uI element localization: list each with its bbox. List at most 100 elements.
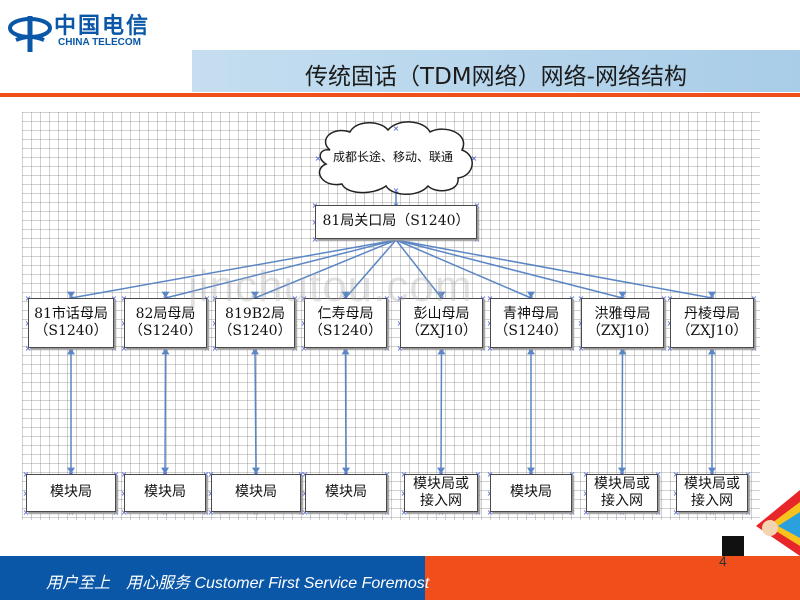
selection-handle-icon: × bbox=[393, 186, 400, 195]
mother-to-module-connector bbox=[621, 347, 624, 475]
connector-arrowhead bbox=[67, 467, 75, 474]
selection-handle-icon: × bbox=[569, 294, 576, 303]
page-number: 4 bbox=[719, 553, 727, 569]
selection-handle-icon: × bbox=[438, 508, 445, 517]
mother-office-node[interactable]: 819B2局 （S1240） bbox=[215, 298, 295, 348]
logo-text-en: CHINA TELECOM bbox=[58, 37, 141, 48]
selection-handle-icon: × bbox=[384, 319, 391, 328]
module-node[interactable]: 模块局 bbox=[490, 474, 572, 512]
title-bar: 传统固话（TDM网络）网络-网络结构 bbox=[192, 50, 800, 92]
selection-handle-icon: × bbox=[397, 344, 404, 353]
selection-handle-icon: × bbox=[68, 508, 75, 517]
selection-handle-icon: × bbox=[342, 344, 349, 353]
selection-handle-icon: × bbox=[312, 235, 319, 244]
mother-to-module-connector bbox=[440, 347, 443, 475]
module-node[interactable]: 模块局 bbox=[124, 474, 206, 512]
mother-office-node[interactable]: 81市话母局 （S1240） bbox=[28, 298, 114, 348]
connector-arrowhead bbox=[437, 291, 446, 298]
selection-handle-icon: × bbox=[569, 344, 576, 353]
connector-arrowhead bbox=[251, 348, 259, 355]
connector-arrowhead bbox=[527, 348, 535, 355]
selection-handle-icon: × bbox=[384, 508, 391, 517]
connector-arrowhead bbox=[527, 291, 535, 298]
selection-handle-icon: × bbox=[25, 344, 32, 353]
selection-handle-icon: × bbox=[475, 470, 482, 479]
selection-handle-icon: × bbox=[111, 344, 118, 353]
module-node[interactable]: 模块局或 接入网 bbox=[676, 474, 748, 512]
selection-handle-icon: × bbox=[480, 294, 487, 303]
selection-handle-icon: × bbox=[745, 489, 752, 498]
selection-handle-icon: × bbox=[480, 344, 487, 353]
gateway-to-mother-connector bbox=[395, 239, 623, 299]
connector-arrowhead bbox=[437, 467, 445, 474]
selection-handle-icon: × bbox=[298, 470, 305, 479]
selection-handle-icon: × bbox=[252, 344, 259, 353]
selection-handle-icon: × bbox=[111, 319, 118, 328]
cloud-shape bbox=[318, 121, 473, 195]
selection-handle-icon: × bbox=[487, 508, 494, 517]
connector-arrowhead bbox=[161, 467, 169, 474]
selection-handle-icon: × bbox=[113, 470, 120, 479]
connector-arrowhead bbox=[161, 291, 170, 298]
selection-handle-icon: × bbox=[301, 344, 308, 353]
footer-blue-band bbox=[0, 556, 425, 600]
selection-handle-icon: × bbox=[661, 319, 668, 328]
module-node[interactable]: 模块局 bbox=[211, 474, 301, 512]
selection-handle-icon: × bbox=[384, 294, 391, 303]
decorative-corner-graphic bbox=[722, 490, 800, 556]
selection-handle-icon: × bbox=[528, 344, 535, 353]
mother-office-node[interactable]: 丹棱母局 （ZXJ10） bbox=[670, 298, 754, 348]
connector-arrowhead bbox=[341, 291, 350, 298]
selection-handle-icon: × bbox=[709, 508, 716, 517]
connector-arrowhead bbox=[67, 291, 75, 298]
selection-handle-icon: × bbox=[438, 344, 445, 353]
mother-office-node[interactable]: 82局母局 （S1240） bbox=[124, 298, 207, 348]
module-node[interactable]: 模块局 bbox=[305, 474, 387, 512]
mother-office-node[interactable]: 洪雅母局 （ZXJ10） bbox=[581, 298, 664, 348]
selection-handle-icon: × bbox=[343, 508, 350, 517]
module-node[interactable]: 模块局 bbox=[26, 474, 116, 512]
selection-handle-icon: × bbox=[583, 508, 590, 517]
china-telecom-logo bbox=[6, 8, 166, 58]
selection-handle-icon: × bbox=[655, 508, 662, 517]
selection-handle-icon: × bbox=[393, 235, 400, 244]
selection-handle-icon: × bbox=[208, 508, 215, 517]
selection-handle-icon: × bbox=[667, 344, 674, 353]
gateway-node[interactable]: 81局关口局（S1240） bbox=[315, 205, 477, 239]
connector-arrowhead bbox=[708, 291, 716, 298]
mother-office-node[interactable]: 彭山母局 （ZXJ10） bbox=[400, 298, 483, 348]
mother-to-module-connector bbox=[164, 347, 167, 475]
selection-handle-icon: × bbox=[253, 508, 260, 517]
connector-arrowhead bbox=[251, 291, 259, 298]
mother-office-node[interactable]: 青神母局 （S1240） bbox=[490, 298, 572, 348]
selection-handle-icon: × bbox=[487, 344, 494, 353]
connector-arrowhead bbox=[437, 348, 446, 355]
module-node[interactable]: 模块局或 接入网 bbox=[586, 474, 658, 512]
watermark: jinchutou.com bbox=[188, 262, 473, 311]
selection-handle-icon: × bbox=[673, 508, 680, 517]
selection-handle-icon: × bbox=[23, 508, 30, 517]
selection-handle-icon: × bbox=[619, 508, 626, 517]
selection-handle-icon: × bbox=[384, 470, 391, 479]
selection-handle-icon: × bbox=[121, 508, 128, 517]
selection-handle-icon: × bbox=[212, 344, 219, 353]
selection-handle-icon: × bbox=[203, 508, 210, 517]
connector-arrowhead bbox=[252, 467, 260, 474]
footer-orange-band bbox=[425, 556, 800, 600]
connector-arrowhead bbox=[618, 291, 627, 298]
selection-handle-icon: × bbox=[302, 508, 309, 517]
selection-handle-icon: × bbox=[384, 344, 391, 353]
selection-handle-icon: × bbox=[113, 508, 120, 517]
selection-handle-icon: × bbox=[474, 218, 481, 227]
selection-handle-icon: × bbox=[315, 154, 322, 163]
selection-handle-icon: × bbox=[204, 294, 211, 303]
selection-handle-icon: × bbox=[475, 508, 482, 517]
selection-handle-icon: × bbox=[655, 470, 662, 479]
selection-handle-icon: × bbox=[569, 508, 576, 517]
gateway-to-mother-connector bbox=[344, 239, 397, 299]
module-node[interactable]: 模块局或 接入网 bbox=[404, 474, 478, 512]
mother-office-node[interactable]: 仁寿母局 （S1240） bbox=[304, 298, 387, 348]
connector-arrowhead bbox=[342, 467, 350, 474]
mother-to-module-connector bbox=[344, 347, 347, 475]
china-telecom-logo-icon bbox=[8, 16, 52, 52]
